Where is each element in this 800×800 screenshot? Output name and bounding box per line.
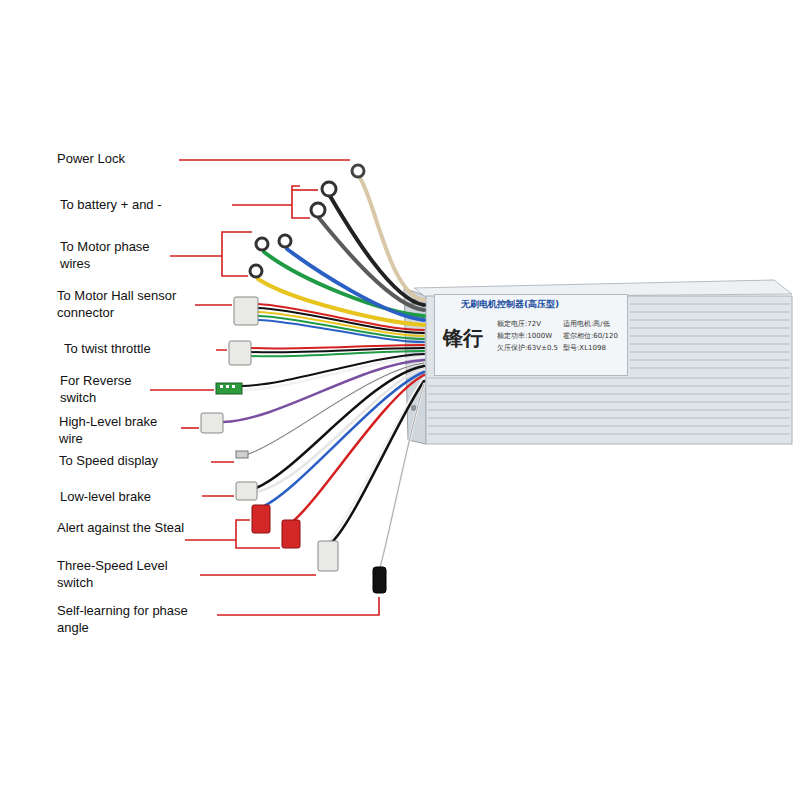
controller-sticker: 无刷电机控制器(高压型) 锋行 额定电压:72V 额定功率:1000W 欠压保护:63V… bbox=[434, 294, 628, 376]
callout-label: To Motor Hall sensor connector bbox=[55, 287, 184, 321]
callout-label: Self-learning for phase angle bbox=[55, 602, 217, 636]
spec-text: 欠压保护:63V±0.5 bbox=[497, 343, 558, 353]
callout-label: To twist throttle bbox=[62, 340, 216, 357]
spec-text: 型号:XL1098 bbox=[563, 343, 606, 353]
callout-label: Alert against the Steal bbox=[55, 519, 189, 536]
spec-text: 额定功率:1000W bbox=[497, 331, 552, 341]
callout-label: For Reverse switch bbox=[58, 372, 150, 406]
leader-lines bbox=[130, 160, 379, 615]
spec-text: 霍尔相位:60/120 bbox=[563, 331, 618, 341]
callout-label: Three-Speed Level switch bbox=[55, 557, 199, 591]
callout-label: High-Level brake wire bbox=[57, 413, 181, 447]
brand-name: 锋行 bbox=[443, 325, 483, 352]
spec-text: 额定电压:72V bbox=[497, 319, 541, 329]
callout-label: Power Lock bbox=[55, 150, 179, 167]
callout-label: To battery + and - bbox=[58, 196, 232, 213]
spec-text: 适用电机:高/低 bbox=[563, 319, 610, 329]
terminals bbox=[201, 165, 386, 593]
wire-bundle bbox=[223, 178, 424, 568]
product-title: 无刷电机控制器(高压型) bbox=[461, 298, 559, 311]
callout-label: To Motor phase wires bbox=[58, 238, 170, 272]
callout-label: To Speed display bbox=[57, 452, 211, 469]
callout-label: Low-level brake bbox=[58, 488, 202, 505]
